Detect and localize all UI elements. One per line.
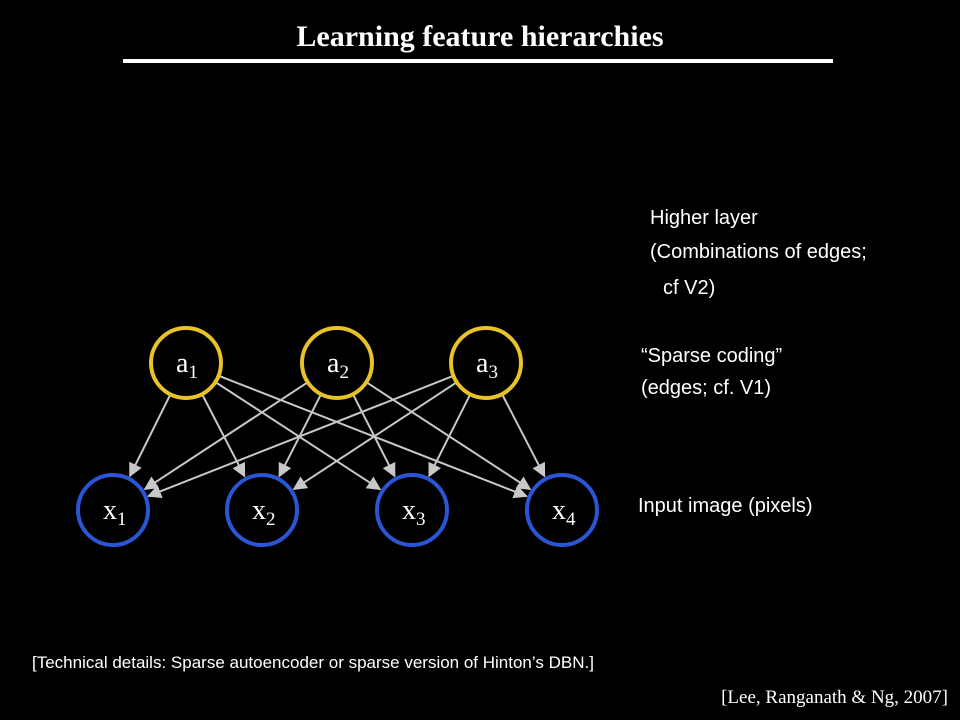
technical-details-footnote: [Technical details: Sparse autoencoder o…: [32, 653, 594, 672]
input-node-label: x2: [252, 495, 276, 530]
edge-a3-x2: [292, 381, 457, 491]
input-node-x3: x3: [375, 473, 449, 547]
hidden-node-a3: a3: [449, 326, 523, 400]
edge-a3-x4: [501, 394, 546, 478]
network-nodes: a1 a2 a3 x1 x2 x3 x4: [76, 326, 599, 547]
edge-a1-x1: [129, 394, 171, 478]
edge-a1-x3: [215, 381, 382, 491]
citation: [Lee, Ranganath & Ng, 2007]: [721, 687, 948, 708]
input-node-circle: [76, 473, 150, 547]
edge-a3-x1: [147, 375, 453, 498]
slide-title: Learning feature hierarchies: [296, 20, 664, 53]
hidden-node-label: a2: [327, 348, 349, 383]
hidden-node-circle: [149, 326, 223, 400]
hidden-node-circle: [449, 326, 523, 400]
sparse-coding-label: “Sparse coding”: [641, 345, 783, 367]
edge-a2-x1: [143, 381, 308, 491]
higher-layer-reference: cf V2): [663, 277, 716, 299]
input-node-circle: [525, 473, 599, 547]
title-underline: [123, 59, 833, 63]
input-layer-label: Input image (pixels): [638, 495, 813, 517]
higher-layer-label: Higher layer: [650, 207, 758, 229]
connection-edges: [129, 375, 546, 499]
input-node-x4: x4: [525, 473, 599, 547]
input-node-x1: x1: [76, 473, 150, 547]
higher-layer-description: (Combinations of edges;: [650, 241, 867, 263]
edge-a3-x3: [428, 394, 471, 478]
input-node-circle: [225, 473, 299, 547]
hidden-node-label: a3: [476, 348, 498, 383]
hidden-node-a2: a2: [300, 326, 374, 400]
hidden-node-a1: a1: [149, 326, 223, 400]
hidden-node-circle: [300, 326, 374, 400]
edge-a1-x2: [201, 394, 246, 478]
hidden-node-label: a1: [176, 348, 198, 383]
input-node-label: x1: [103, 495, 127, 530]
sparse-coding-description: (edges; cf. V1): [641, 377, 772, 399]
input-node-label: x3: [402, 495, 426, 530]
input-node-x2: x2: [225, 473, 299, 547]
input-node-circle: [375, 473, 449, 547]
input-node-label: x4: [552, 495, 576, 530]
